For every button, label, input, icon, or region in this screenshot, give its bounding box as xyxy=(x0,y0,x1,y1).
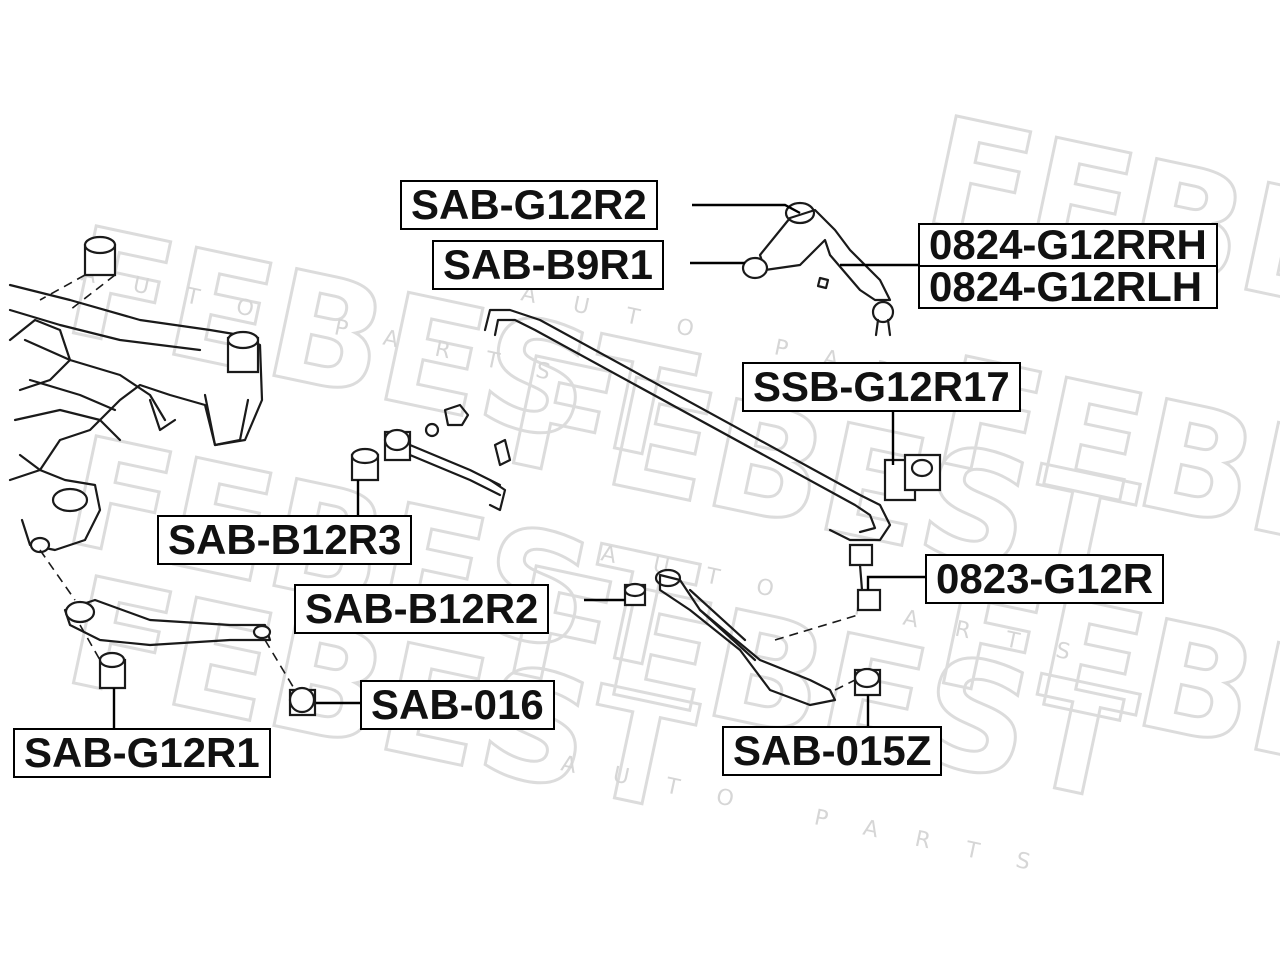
label-0824-group: 0824-G12RRH 0824-G12RLH xyxy=(918,223,1218,309)
lateral-link xyxy=(350,403,512,512)
label-0824-g12rlh: 0824-G12RLH xyxy=(920,265,1216,308)
label-sab-b9r1: SAB-B9R1 xyxy=(432,240,665,290)
label-0824-g12rrh: 0824-G12RRH xyxy=(929,221,1207,268)
label-sab-016: SAB-016 xyxy=(360,680,555,730)
upper-control-arm xyxy=(741,201,895,337)
lower-control-arm xyxy=(623,568,882,707)
stabilizer-link xyxy=(848,543,882,612)
rear-subframe xyxy=(8,283,264,554)
upper-mount-bushing xyxy=(39,235,117,311)
label-sab-b12r2: SAB-B12R2 xyxy=(294,584,550,634)
leader-sab-g12r2 xyxy=(692,203,801,215)
lower-link-left xyxy=(39,549,317,717)
leader-lines xyxy=(112,203,925,728)
label-0823-g12r: 0823-G12R xyxy=(925,554,1165,604)
stabilizer-bar xyxy=(483,308,942,542)
label-sab-g12r1: SAB-G12R1 xyxy=(13,728,271,778)
label-sab-015z: SAB-015Z xyxy=(722,726,943,776)
label-ssb-g12r17: SSB-G12R17 xyxy=(742,362,1021,412)
label-sab-g12r2: SAB-G12R2 xyxy=(400,180,658,230)
label-sab-b12r3: SAB-B12R3 xyxy=(157,515,413,565)
leader-0823 xyxy=(866,575,925,590)
